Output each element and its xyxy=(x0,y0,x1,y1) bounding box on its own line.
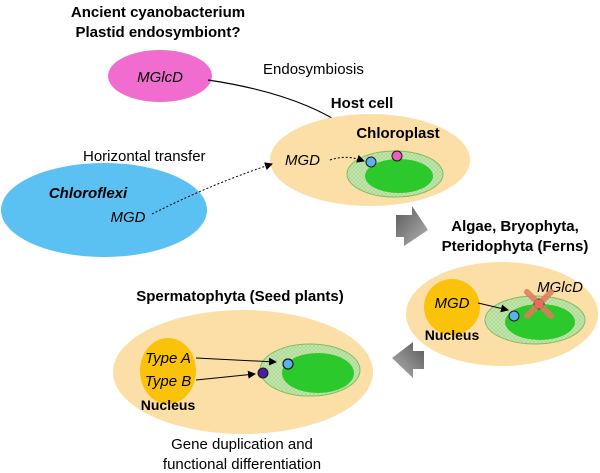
algae-mgd-label: MGD xyxy=(435,295,470,312)
type-b-arrow xyxy=(195,370,256,381)
chloroplast-label: Chloroplast xyxy=(356,125,439,142)
algae-nucleus xyxy=(424,279,480,335)
algae-mgd-arrow xyxy=(477,302,509,313)
host-mglcd-protein xyxy=(391,150,403,162)
lost-gene-cross-icon xyxy=(524,289,554,319)
horizontal-transfer-label: Horizontal transfer xyxy=(83,148,206,165)
seed-plants-chloroplast xyxy=(259,343,361,397)
chloroflexi-gene-label: MGD xyxy=(111,209,146,226)
seed-plants-nucleus-label: Nucleus xyxy=(141,397,196,413)
horizontal-transfer-arrow xyxy=(151,162,273,215)
chloroflexi-name: Chloroflexi xyxy=(49,185,128,202)
algae-title-line2: Pteridophyta (Ferns) xyxy=(442,238,589,255)
algae-title-line1: Algae, Bryophyta, xyxy=(451,218,579,235)
seed-plants-title: Spermatophyta (Seed plants) xyxy=(136,288,344,305)
algae-mgd-protein xyxy=(508,310,520,322)
type-b-label: Type B xyxy=(145,373,191,390)
host-mgd-protein xyxy=(365,156,377,168)
host-mgd-label: MGD xyxy=(285,152,320,169)
title-line2: Plastid endosymbiont? xyxy=(75,24,240,41)
algae-chloroplast xyxy=(484,295,586,345)
type-a-protein xyxy=(282,358,294,370)
algae-nucleus-label: Nucleus xyxy=(425,327,480,343)
type-a-arrow xyxy=(195,357,277,366)
type-b-protein xyxy=(257,367,269,379)
cyanobacterium-cell xyxy=(108,50,212,102)
gray-arrow-to-seed-plants xyxy=(392,342,424,378)
host-cell-title: Host cell xyxy=(331,95,394,112)
host-mgd-arrow xyxy=(329,154,365,163)
chloroflexi-cell xyxy=(1,163,207,257)
algae-mglcd-label: MGlcD xyxy=(537,279,583,296)
seed-plants-caption-line2: functional differentiation xyxy=(163,456,321,473)
seed-plants-nucleus xyxy=(140,338,196,404)
endosymbiosis-label: Endosymbiosis xyxy=(263,61,364,78)
type-a-label: Type A xyxy=(145,350,191,367)
cyanobacterium-gene-label: MGlcD xyxy=(137,69,183,86)
seed-plants-caption-line1: Gene duplication and xyxy=(171,436,313,453)
gray-arrow-to-algae xyxy=(396,206,428,246)
title-line1: Ancient cyanobacterium xyxy=(71,4,245,21)
